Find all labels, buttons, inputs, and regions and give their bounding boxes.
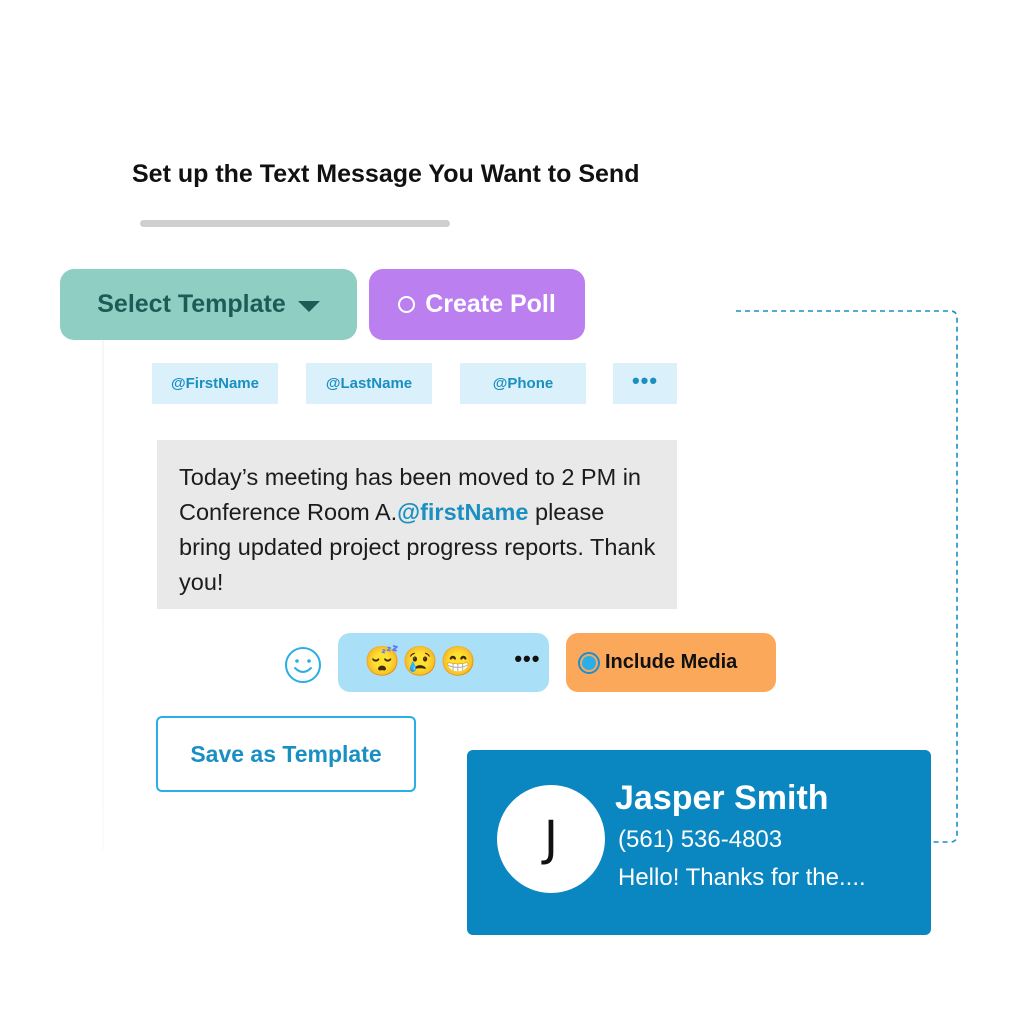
avatar: J xyxy=(497,785,605,893)
tag-last-name[interactable]: @LastName xyxy=(306,363,432,404)
emoji-more-button[interactable]: ••• xyxy=(514,645,541,671)
tag-first-name[interactable]: @FirstName xyxy=(152,363,278,404)
contact-phone: (561) 536-4803 xyxy=(618,826,783,853)
save-as-template-button[interactable]: Save as Template xyxy=(156,716,416,792)
contact-message-preview: Hello! Thanks for the.... xyxy=(618,864,866,891)
emoji-bar: 😴 😢 😁 ••• xyxy=(338,633,549,692)
title-divider xyxy=(140,220,450,227)
circle-icon xyxy=(398,296,416,313)
grinning-emoji[interactable]: 😁 xyxy=(440,646,477,678)
message-text-rest: please bring updated project progress re… xyxy=(179,499,656,595)
include-media-button[interactable]: Include Media xyxy=(566,633,776,692)
select-template-button[interactable]: Select Template xyxy=(60,269,357,340)
select-template-label: Select Template xyxy=(97,290,286,318)
include-media-label: Include Media xyxy=(605,651,738,673)
smiley-icon[interactable] xyxy=(283,645,323,685)
message-text: Today’s meeting has been moved to 2 PM i… xyxy=(179,464,642,525)
create-poll-label: Create Poll xyxy=(425,290,556,318)
panel-edge xyxy=(102,330,104,850)
page-title: Set up the Text Message You Want to Send xyxy=(132,160,640,188)
create-poll-button[interactable]: Create Poll xyxy=(369,269,585,340)
crying-emoji[interactable]: 😢 xyxy=(402,646,439,678)
tag-phone[interactable]: @Phone xyxy=(460,363,586,404)
tag-more-button[interactable]: ••• xyxy=(613,363,677,404)
radio-icon xyxy=(578,651,600,674)
message-textarea[interactable]: Today’s meeting has been moved to 2 PM i… xyxy=(157,440,677,609)
chevron-down-icon xyxy=(297,301,320,312)
mention-first-name: @firstName xyxy=(397,499,529,525)
contact-name: Jasper Smith xyxy=(615,779,829,817)
sleeping-emoji[interactable]: 😴 xyxy=(364,646,401,678)
